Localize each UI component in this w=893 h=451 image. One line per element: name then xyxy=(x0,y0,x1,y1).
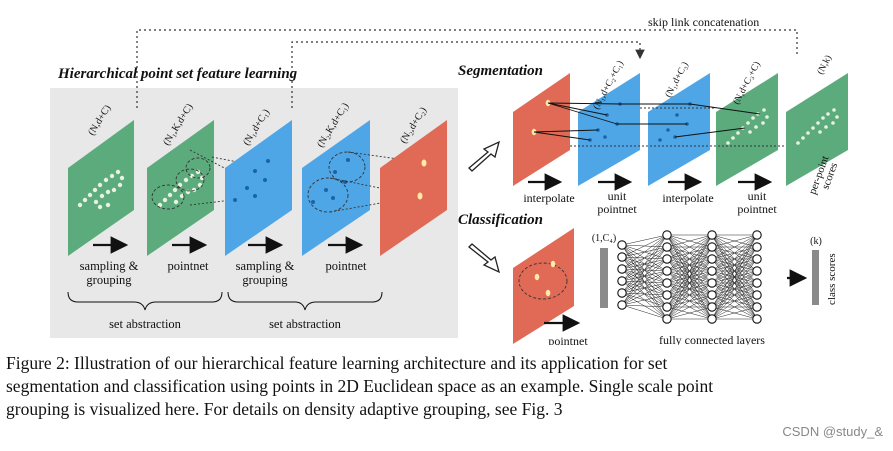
fc-neuron xyxy=(752,254,762,264)
skip-link-lines xyxy=(136,29,798,108)
group-circles-2 xyxy=(307,151,366,213)
global-feature-dim: (1,C₄) xyxy=(592,233,616,244)
fc-neuron xyxy=(662,266,672,276)
architecture-diagram: skip link concatenation Hierarchical poi… xyxy=(50,15,848,345)
seg-op-interpolate-1: interpolate xyxy=(523,191,574,205)
fc-neuron xyxy=(617,300,627,310)
seg-dim-4: (N,k) xyxy=(815,53,834,76)
seg-op-unit-pointnet-2-line1: unit xyxy=(748,189,767,203)
seg-plane-blue-2 xyxy=(648,73,710,186)
plane-abstraction-2 xyxy=(380,120,447,256)
cls-plane-red xyxy=(513,228,574,344)
fc-neuron xyxy=(707,302,717,312)
fc-neuron xyxy=(662,230,672,240)
seg-op-unit-pointnet-1-line1: unit xyxy=(608,189,627,203)
hierarchical-title: Hierarchical point set feature learning xyxy=(57,66,298,82)
fc-neuron xyxy=(707,314,717,324)
segmentation-title: Segmentation xyxy=(458,63,543,79)
fc-neuron xyxy=(707,266,717,276)
fc-neuron xyxy=(707,290,717,300)
fc-neuron xyxy=(662,302,672,312)
fc-neuron xyxy=(662,290,672,300)
plane-grouped-abstraction xyxy=(302,120,370,256)
set-abstraction-label-1: set abstraction xyxy=(109,317,182,331)
plane-abstraction-1 xyxy=(225,120,292,256)
caption-line-2: segmentation and classification using po… xyxy=(6,376,714,396)
op-pointnet-2: pointnet xyxy=(326,259,367,273)
figure-caption: Figure 2: Illustration of our hierarchic… xyxy=(6,352,888,421)
fc-neuron xyxy=(752,242,762,252)
seg-plane-green xyxy=(716,73,778,186)
fc-neuron xyxy=(752,290,762,300)
op-sampling-grouping-1-line2: grouping xyxy=(86,273,132,287)
cls-group-ellipse xyxy=(518,262,568,300)
seg-op-unit-pointnet-1-line2: pointnet xyxy=(597,202,637,216)
fc-neuron xyxy=(662,278,672,288)
group-circles xyxy=(151,157,211,210)
seg-op-interpolate-2: interpolate xyxy=(662,191,713,205)
seg-dotted-links xyxy=(570,107,786,147)
caption-line-1: Figure 2: Illustration of our hierarchic… xyxy=(6,353,668,373)
fc-neuron xyxy=(617,288,627,298)
fc-neuron xyxy=(752,266,762,276)
fc-neuron xyxy=(752,314,762,324)
interpolation-lines xyxy=(533,102,761,141)
fc-neuron xyxy=(752,230,762,240)
fc-neuron xyxy=(617,252,627,262)
seg-blue-2-points xyxy=(658,102,692,142)
plane-input-points xyxy=(68,120,134,256)
grouped-points xyxy=(157,169,205,208)
fully-connected-network xyxy=(617,230,762,324)
fc-neuron xyxy=(662,314,672,324)
classification-title: Classification xyxy=(458,212,543,228)
cls-pointnet-label: pointnet xyxy=(548,334,588,345)
skip-link-label: skip link concatenation xyxy=(648,15,759,29)
fc-neuron xyxy=(617,264,627,274)
fc-neuron xyxy=(707,278,717,288)
class-score-dim: (k) xyxy=(810,236,822,247)
fc-neuron xyxy=(707,254,717,264)
fc-neuron xyxy=(662,242,672,252)
seg-score-points xyxy=(796,108,839,145)
fc-neuron xyxy=(707,230,717,240)
fc-neuron xyxy=(617,276,627,286)
fc-neuron xyxy=(707,242,717,252)
seg-op-unit-pointnet-2-line2: pointnet xyxy=(737,202,777,216)
set-abstraction-braces xyxy=(67,291,383,311)
fc-neuron xyxy=(662,254,672,264)
branch-arrows xyxy=(468,140,500,274)
sampled-points-1 xyxy=(233,159,270,202)
op-pointnet-1: pointnet xyxy=(168,259,209,273)
fc-connections xyxy=(621,234,758,320)
class-scores-label: class scores xyxy=(826,253,838,305)
fc-neuron xyxy=(752,302,762,312)
global-feature-vector xyxy=(600,248,608,308)
watermark: CSDN @study_& xyxy=(782,424,883,439)
op-sampling-grouping-2-line1: sampling & xyxy=(236,259,295,273)
op-sampling-grouping-2-line2: grouping xyxy=(242,273,288,287)
projection-lines-1 xyxy=(189,149,259,206)
fc-neuron xyxy=(617,240,627,250)
class-score-vector xyxy=(812,250,819,305)
fc-label: fully connected layers xyxy=(659,333,765,345)
seg-plane-red xyxy=(513,73,570,186)
seg-plane-blue-1 xyxy=(578,73,640,186)
cls-red-points xyxy=(534,260,556,297)
caption-line-3: grouping is visualized here. For details… xyxy=(6,399,563,419)
op-sampling-grouping-1-line1: sampling & xyxy=(80,259,139,273)
sampled-points-2 xyxy=(417,159,427,200)
seg-plane-scores xyxy=(786,73,848,186)
fc-neuron xyxy=(752,278,762,288)
input-points xyxy=(77,169,125,210)
set-abstraction-label-2: set abstraction xyxy=(269,317,342,331)
